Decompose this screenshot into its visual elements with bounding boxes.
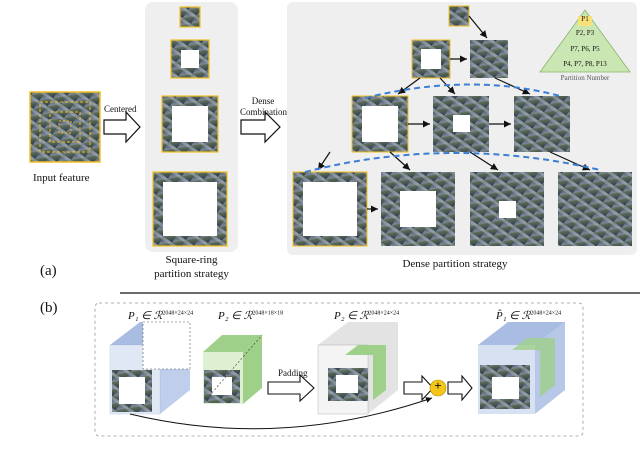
dense-combination-arrow (240, 110, 281, 144)
panel-b-label: (b) (40, 300, 58, 316)
cube-result (478, 322, 565, 414)
triangle-row-4: P4, P7, P8, P13 (563, 60, 607, 68)
dense-row2 (411, 39, 508, 79)
dense-arrows (317, 15, 591, 213)
square-ring-image-4 (152, 171, 228, 247)
input-feature-image (29, 91, 101, 163)
triangle-row-3: P7, P6, P5 (570, 45, 600, 53)
dense-arrow-label-1: Dense (251, 96, 275, 106)
panel-b-frame (94, 302, 584, 437)
padding-label: Padding (278, 368, 308, 378)
p2-label: P₂ ∈ ℛ2048×18×18 (218, 309, 283, 322)
p2-label-main: P₂ ∈ ℛ (218, 310, 253, 322)
cube-p2 (203, 334, 263, 404)
plus-circle (429, 379, 447, 397)
panel-a-label: (a) (40, 263, 57, 279)
result-label-dims: 2048×24×24 (530, 310, 562, 317)
padding-arrow (267, 373, 315, 403)
p1-label: P₁ ∈ ℛ2048×24×24 (128, 309, 193, 322)
input-feature-caption: Input feature (33, 172, 90, 184)
square-ring-image-2 (170, 39, 210, 79)
p2pad-label-dims: 2048×24×24 (368, 310, 400, 317)
add-arrow (403, 374, 434, 402)
p2pad-label-main: P₂ ∈ ℛ (334, 310, 369, 322)
partition-triangle (539, 9, 631, 73)
dense-partition-caption: Dense partition strategy (402, 258, 508, 270)
square-ring-image-3 (161, 95, 219, 153)
cube-p1 (109, 321, 191, 415)
dense-row4 (292, 171, 632, 247)
triangle-caption: Partition Number (560, 74, 610, 82)
cube-p2-padded (317, 322, 398, 415)
centered-arrow-label: Centered (104, 104, 137, 114)
dashed-link-upper (364, 83, 561, 99)
result-label: P̂₁ ∈ ℛ2048×24×24 (496, 309, 561, 322)
result-arrow (447, 374, 473, 402)
p2pad-label: P₂ ∈ ℛ2048×24×24 (334, 309, 399, 322)
skip-connection (129, 397, 433, 430)
result-label-main: P̂₁ ∈ ℛ (496, 310, 531, 322)
triangle-row-1: P1 (581, 15, 589, 23)
triangle-p1-highlight (578, 16, 592, 26)
p1-label-main: P₁ ∈ ℛ (128, 310, 163, 322)
centered-arrow (103, 110, 141, 144)
p1-label-dims: 2048×24×24 (162, 310, 194, 317)
triangle-row-2: P2, P3 (575, 29, 595, 37)
square-ring-caption-2: partition strategy (154, 268, 229, 280)
square-ring-image-1 (179, 6, 201, 28)
plus-symbol: + (434, 378, 442, 393)
dense-row1 (448, 5, 470, 27)
dense-arrow-label-2: Combination (240, 107, 287, 117)
p2-label-dims: 2048×18×18 (252, 310, 284, 317)
dense-row3 (351, 95, 570, 153)
square-ring-caption-1: Square-ring (165, 254, 218, 266)
